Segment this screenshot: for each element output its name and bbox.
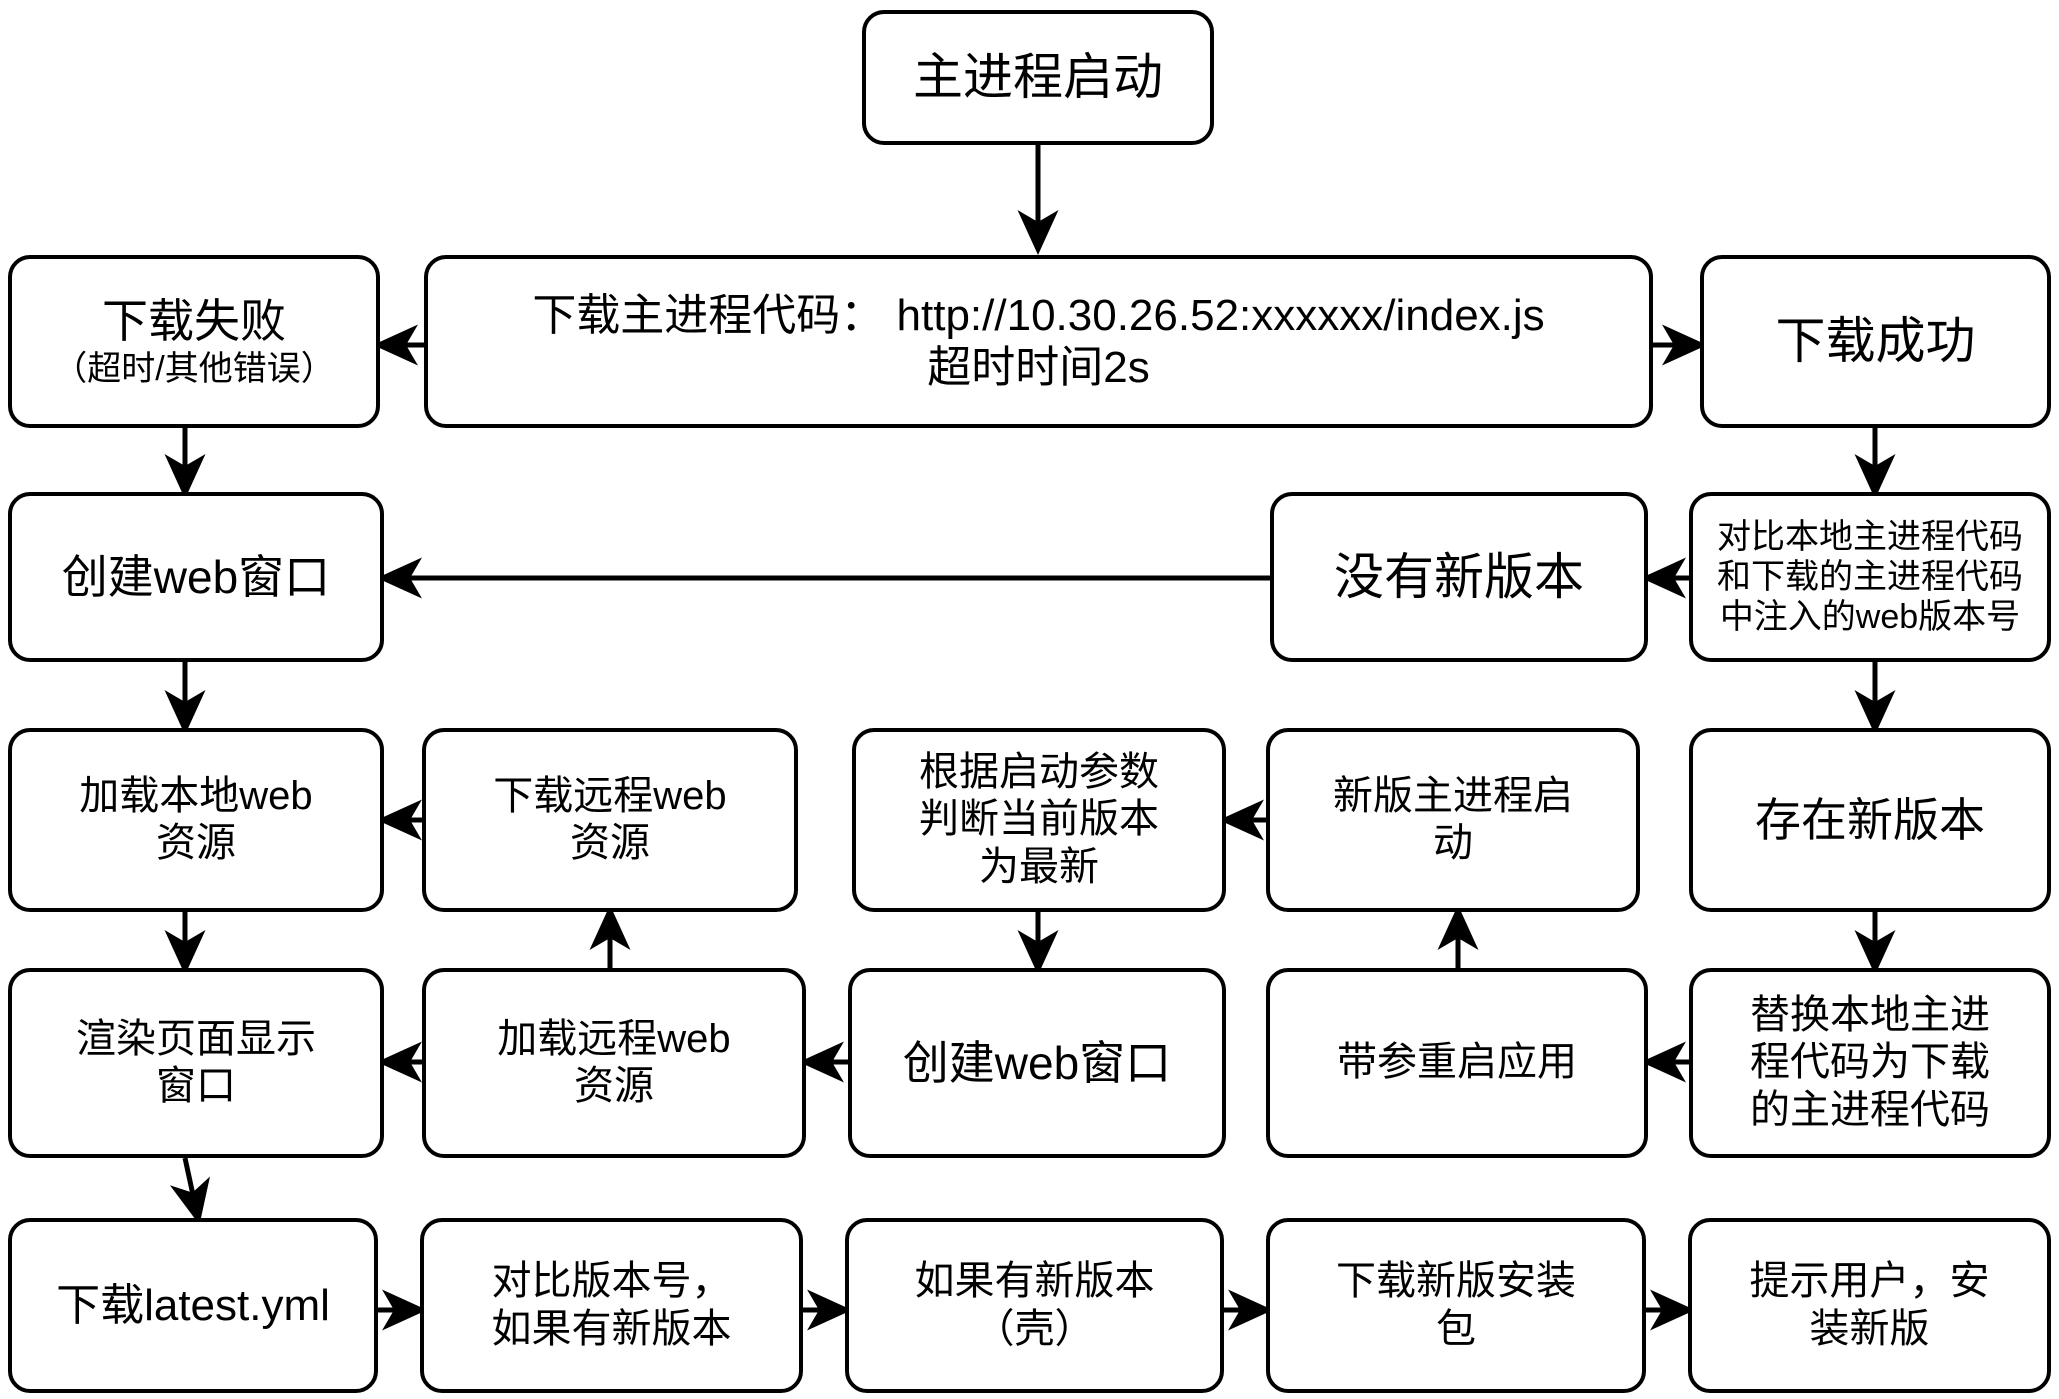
node-download-remote-web-resources[interactable]: 下载远程web 资源 bbox=[422, 728, 798, 912]
node-label: 加载本地web 资源 bbox=[79, 773, 313, 865]
node-label: 没有新版本 bbox=[1334, 548, 1584, 605]
node-render-page-window[interactable]: 渲染页面显示 窗口 bbox=[8, 968, 384, 1158]
edge-n13-n18 bbox=[169, 1157, 210, 1225]
node-create-web-window-2[interactable]: 创建web窗口 bbox=[848, 968, 1226, 1158]
node-label: 根据启动参数 判断当前版本 为最新 bbox=[919, 750, 1159, 889]
node-label: 下载成功 bbox=[1775, 313, 1976, 369]
node-download-failed[interactable]: 下载失败 （超时/其他错误） bbox=[8, 255, 380, 428]
node-label: 替换本地主进 程代码为下载 的主进程代码 bbox=[1750, 993, 1990, 1132]
node-compare-version-number[interactable]: 对比版本号， 如果有新版本 bbox=[420, 1218, 803, 1393]
node-download-success[interactable]: 下载成功 bbox=[1700, 255, 2051, 428]
node-sublabel: （超时/其他错误） bbox=[53, 349, 335, 388]
node-label: 下载失败 bbox=[102, 295, 286, 348]
node-download-latest-yml[interactable]: 下载latest.yml bbox=[8, 1218, 378, 1393]
node-label: 主进程启动 bbox=[913, 49, 1163, 105]
node-compare-web-version[interactable]: 对比本地主进程代码 和下载的主进程代码 中注入的web版本号 bbox=[1689, 492, 2051, 662]
node-label: 如果有新版本 （壳） bbox=[914, 1259, 1155, 1351]
node-main-process-start[interactable]: 主进程启动 bbox=[862, 10, 1214, 145]
node-label: 提示用户，安 装新版 bbox=[1749, 1259, 1990, 1351]
node-prompt-user-install[interactable]: 提示用户，安 装新版 bbox=[1688, 1218, 2051, 1393]
node-label: 下载主进程代码： http://10.30.26.52:xxxxxx/index… bbox=[532, 290, 1545, 392]
node-label: 下载新版安装 包 bbox=[1336, 1259, 1576, 1351]
node-download-main-process-code[interactable]: 下载主进程代码： http://10.30.26.52:xxxxxx/index… bbox=[424, 255, 1653, 428]
node-if-new-version-shell[interactable]: 如果有新版本 （壳） bbox=[845, 1218, 1224, 1393]
node-replace-local-main-process-code[interactable]: 替换本地主进 程代码为下载 的主进程代码 bbox=[1689, 968, 2051, 1158]
node-label: 带参重启应用 bbox=[1337, 1040, 1577, 1085]
node-label: 加载远程web 资源 bbox=[497, 1016, 731, 1108]
node-label: 存在新版本 bbox=[1755, 793, 1985, 846]
node-restart-app-with-params[interactable]: 带参重启应用 bbox=[1266, 968, 1648, 1158]
node-label: 新版主进程启 动 bbox=[1333, 773, 1573, 865]
node-download-new-installer[interactable]: 下载新版安装 包 bbox=[1266, 1218, 1646, 1393]
node-new-main-process-start[interactable]: 新版主进程启 动 bbox=[1266, 728, 1640, 912]
node-label: 下载远程web 资源 bbox=[493, 773, 727, 865]
node-label: 渲染页面显示 窗口 bbox=[76, 1016, 316, 1108]
node-label: 对比本地主进程代码 和下载的主进程代码 中注入的web版本号 bbox=[1717, 517, 2023, 637]
node-load-remote-web-resources[interactable]: 加载远程web 资源 bbox=[422, 968, 806, 1158]
node-label: 创建web窗口 bbox=[902, 1036, 1172, 1089]
node-label: 下载latest.yml bbox=[56, 1280, 330, 1330]
node-create-web-window-1[interactable]: 创建web窗口 bbox=[8, 492, 384, 662]
node-label: 创建web窗口 bbox=[61, 550, 331, 603]
node-new-version-exists[interactable]: 存在新版本 bbox=[1689, 728, 2051, 912]
node-load-local-web-resources[interactable]: 加载本地web 资源 bbox=[8, 728, 384, 912]
node-label: 对比版本号， 如果有新版本 bbox=[491, 1259, 732, 1351]
node-determine-latest-version[interactable]: 根据启动参数 判断当前版本 为最新 bbox=[852, 728, 1226, 912]
node-no-new-version[interactable]: 没有新版本 bbox=[1270, 492, 1648, 662]
